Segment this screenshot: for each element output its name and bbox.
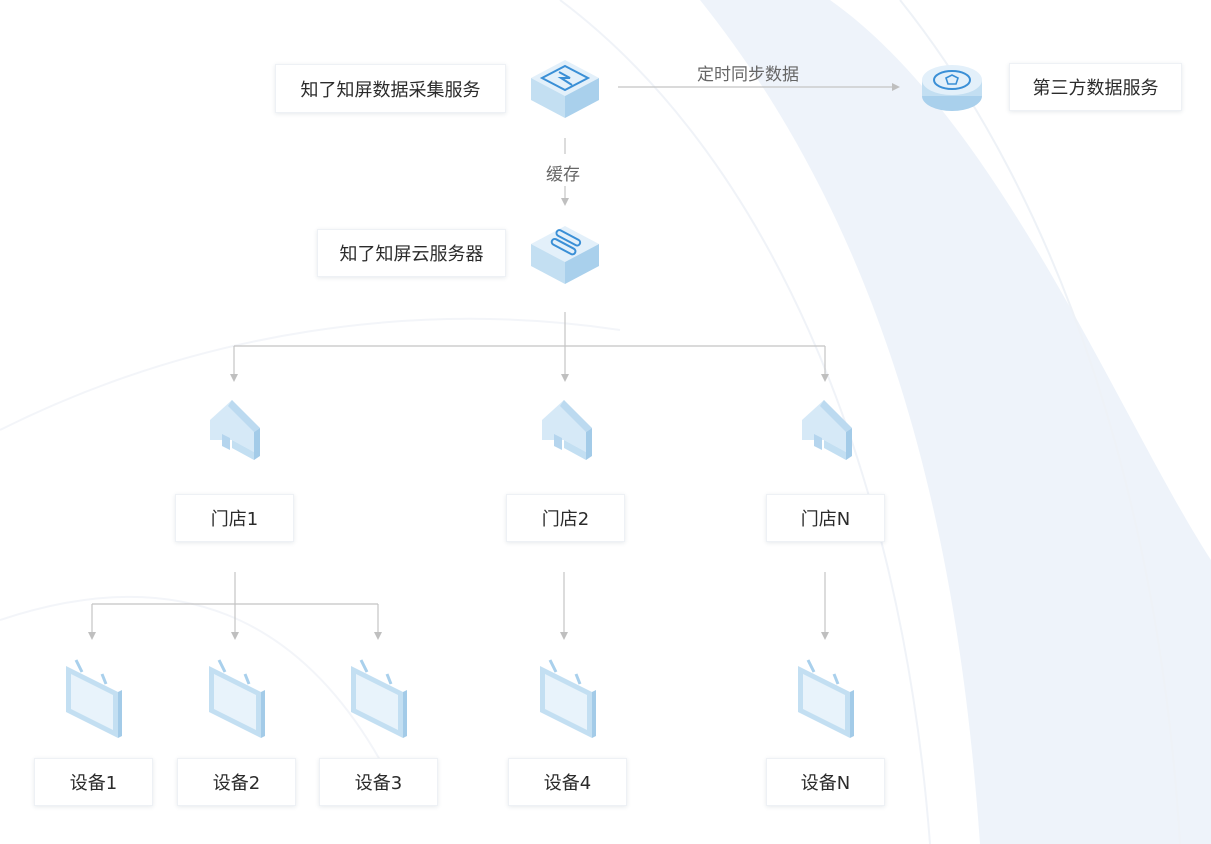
store-n-label: 门店N [766, 494, 885, 542]
cache-label: 缓存 [546, 165, 580, 185]
data-collector-server-icon [531, 60, 599, 118]
device-n-label: 设备N [766, 758, 885, 806]
device-1-screen-icon [66, 659, 122, 738]
device-2-screen-icon [209, 659, 265, 738]
sync-label: 定时同步数据 [697, 65, 799, 85]
store-n-house-icon [802, 400, 852, 460]
cloud-server-label: 知了知屏云服务器 [317, 229, 506, 277]
store-2-house-icon [542, 400, 592, 460]
data-collector-label: 知了知屏数据采集服务 [275, 64, 506, 113]
device-n-screen-icon [798, 659, 854, 738]
device-1-label: 设备1 [34, 758, 153, 806]
device-3-screen-icon [351, 659, 407, 738]
third-party-service-icon [922, 65, 982, 111]
device-2-label: 设备2 [177, 758, 296, 806]
device-4-screen-icon [540, 659, 596, 738]
device-3-label: 设备3 [319, 758, 438, 806]
device-4-label: 设备4 [508, 758, 627, 806]
cloud-server-icon [531, 226, 599, 284]
third-party-label: 第三方数据服务 [1009, 63, 1182, 111]
store-1-label: 门店1 [175, 494, 294, 542]
store-2-label: 门店2 [506, 494, 625, 542]
store-1-house-icon [210, 400, 260, 460]
